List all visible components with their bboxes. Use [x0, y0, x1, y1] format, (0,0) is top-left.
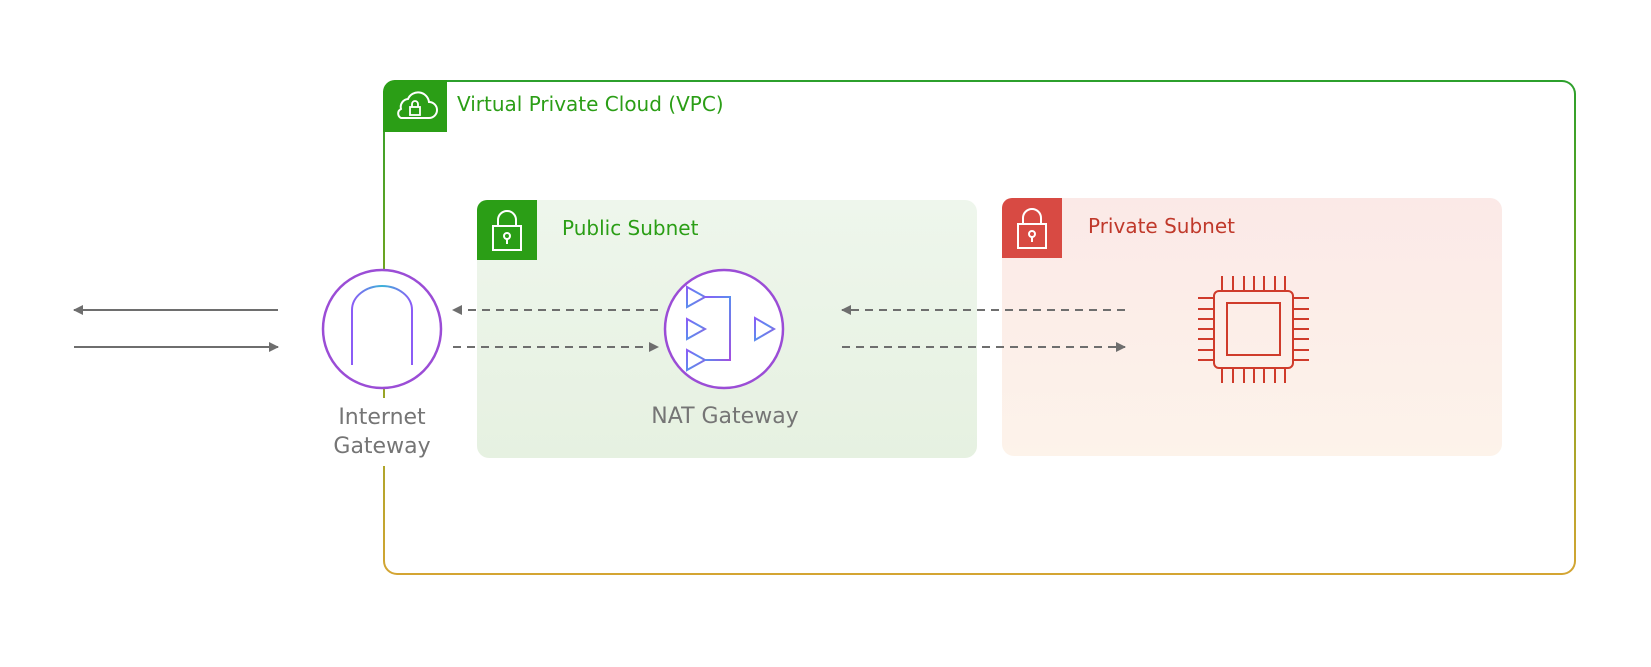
private-subnet-title: Private Subnet: [1088, 214, 1235, 238]
chip-pins-top: [1221, 276, 1286, 291]
internet-gateway-icon: [321, 268, 443, 390]
chip-pins-bottom: [1221, 368, 1286, 383]
vpc-title: Virtual Private Cloud (VPC): [457, 92, 724, 116]
igw-nat-arrows: [452, 305, 659, 352]
cloud-lock-icon: [397, 91, 438, 119]
nat-instance-arrows: [841, 305, 1126, 352]
internet-arrows: [73, 305, 279, 352]
nat-gateway-label: NAT Gateway: [651, 404, 799, 429]
chip-pins-right: [1293, 297, 1309, 361]
private-subnet-badge: [1002, 198, 1062, 258]
lock-icon: [492, 210, 522, 251]
internet-gateway-label: Internet Gateway: [312, 403, 452, 461]
chip-icon: [1198, 276, 1309, 383]
internet-gateway-label-line1: Internet: [338, 405, 426, 430]
public-subnet-badge: [477, 200, 537, 260]
public-subnet-title: Public Subnet: [562, 216, 699, 240]
vpc-border-gap: [378, 398, 392, 466]
internet-gateway-label-line2: Gateway: [333, 434, 431, 459]
private-subnet: [1002, 198, 1502, 456]
chip-pins-left: [1198, 297, 1214, 361]
lock-icon: [1017, 208, 1047, 249]
nat-gateway-icon: [663, 268, 785, 390]
vpc-badge: [383, 80, 447, 132]
